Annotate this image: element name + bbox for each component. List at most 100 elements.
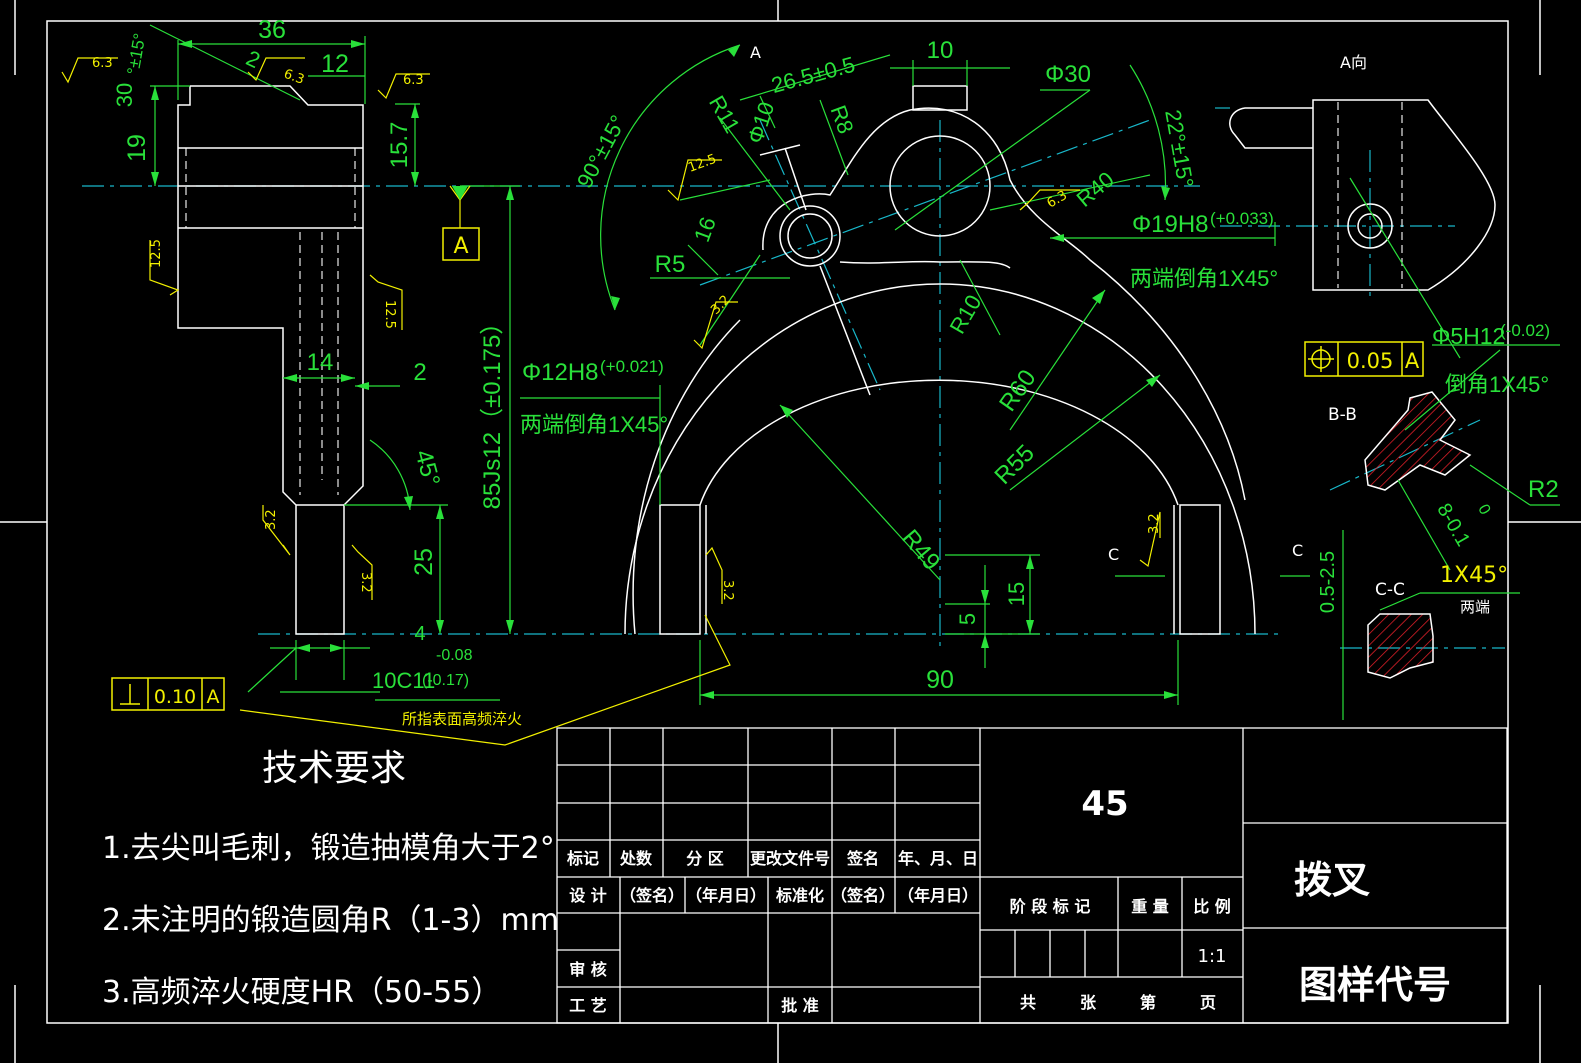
position-datum: A [1405, 349, 1420, 373]
dim-r60: R60 [994, 365, 1041, 417]
standardization-date: （年月日） [898, 886, 978, 905]
section-c-label-2: C [1292, 541, 1303, 560]
process-label: 工 艺 [569, 996, 607, 1015]
left-view-hidden [185, 148, 356, 495]
left-view-outline [177, 85, 364, 635]
review-label: 审 核 [569, 960, 607, 979]
dim-10-top: 10 [927, 37, 954, 64]
stage-mark-label: 阶 段 标 记 [1010, 897, 1091, 916]
hardening-note: 所指表面高频淬火 [402, 710, 522, 728]
note-both-ends: 两端 [1460, 598, 1490, 616]
dim-phi12h8-tol: (+0.021) [600, 357, 664, 376]
dim-angle-90: 90°±15° [572, 111, 631, 192]
section-bb [1364, 391, 1472, 491]
dim-r49: R49 [896, 525, 945, 576]
weight-label: 重 量 [1131, 897, 1169, 916]
position-value: 0.05 [1347, 349, 1394, 373]
dim-12: 12 [321, 50, 349, 78]
dim-10c11-tol-upper: -0.08 [436, 647, 473, 664]
dim-90: 90 [926, 666, 954, 694]
dim-5: 5 [955, 613, 980, 625]
header-change-doc: 更改文件号 [750, 849, 830, 868]
sheets-unit-label: 张 [1080, 993, 1097, 1012]
roughness-6-3-d: 6.3 [1045, 188, 1070, 211]
dim-8-tol: 0 [1474, 502, 1493, 518]
dim-angle-45: 45° [410, 447, 445, 489]
dim-phi30: Φ30 [1045, 61, 1091, 88]
note-chamfer-1: 两端倒角1X45° [1130, 266, 1278, 291]
dim-phi5h12: Φ5H12 [1432, 323, 1505, 349]
arrowheads [151, 40, 1178, 699]
dim-10c11: 10C11 [372, 668, 435, 693]
dim-25: 25 [410, 548, 438, 576]
sheet-number-label: 第 [1140, 993, 1156, 1012]
design-date: （年月日） [686, 886, 766, 905]
dim-16: 16 [689, 214, 721, 246]
datum-a: A [442, 186, 480, 261]
view-a-label: A向 [1340, 53, 1367, 72]
material-cell: 45 [1081, 784, 1128, 824]
dim-angle-15: °±15° [124, 32, 150, 77]
standardization-sign: （签名） [831, 886, 895, 905]
roughness-3-2-a: 3.2 [264, 509, 279, 530]
scale-label: 比 例 [1193, 897, 1231, 916]
dim-26-5: 26.5±0.5 [769, 52, 858, 98]
dim-19: 19 [123, 134, 151, 162]
dim-phi12h8: Φ12H8 [522, 359, 599, 386]
dim-8: 8-0.1 [1432, 500, 1474, 550]
dim-14: 14 [307, 349, 334, 376]
page-unit-label: 页 [1200, 993, 1216, 1012]
dim-15-7: 15.7 [386, 122, 413, 169]
roughness-3-2-e: 3.2 [1147, 513, 1162, 534]
dim-phi5h12-tol: (-0.02) [1500, 321, 1550, 340]
tech-req-item-3: 3.高频淬火硬度HR（50-55） [102, 975, 501, 1010]
dim-4: 4 [414, 623, 425, 645]
dim-0-5-2-5: 0.5-2.5 [1317, 551, 1339, 613]
dimension-lines [149, 24, 1560, 720]
dim-r2: R2 [1528, 476, 1559, 503]
dim-r55: R55 [990, 440, 1040, 490]
roughness-12-5-b: 12.5 [382, 300, 397, 329]
dim-phi10: Φ10 [742, 99, 779, 147]
drawing-number-cell: 图样代号 [1299, 963, 1451, 1007]
position-frame [1304, 341, 1424, 377]
design-label: 设 计 [569, 886, 607, 905]
datum-label: A [453, 234, 468, 259]
design-row: 设 计 （签名） （年月日） 标准化 （签名） （年月日） [569, 886, 978, 905]
sheets-total-label: 共 [1020, 993, 1036, 1012]
perpendicularity-datum: A [207, 686, 220, 708]
section-c-label-1: C [1108, 545, 1119, 564]
standardization-label: 标准化 [775, 886, 824, 905]
dim-r8: R8 [825, 102, 858, 137]
note-chamfer-4: 1X45° [1440, 563, 1508, 588]
title-block-grid [556, 727, 1508, 1024]
tech-req-item-1: 1.去尖叫毛刺，锻造抽模角大于2° [102, 831, 555, 866]
note-chamfer-2: 两端倒角1X45° [520, 412, 668, 437]
tech-req-title: 技术要求 [262, 748, 406, 789]
dim-15: 15 [1004, 582, 1029, 606]
roughness-3-2-d: 3.2 [720, 580, 735, 601]
roughness-3-2-b: 3.2 [358, 572, 373, 593]
section-cc [1367, 613, 1434, 679]
note-chamfer-3: 倒角1X45° [1445, 372, 1549, 397]
sheet-info-row: 共 张 第 页 [1020, 993, 1216, 1012]
view-a-outline [1229, 99, 1496, 291]
revision-header-row: 标记 处数 分 区 更改文件号 签名 年、月、日 [566, 849, 978, 868]
dim-phi19h8: Φ19H8 [1132, 211, 1209, 238]
section-a-arrow-label: A [750, 43, 761, 62]
part-name-cell: 拨叉 [1294, 858, 1370, 902]
section-bb-label: B-B [1328, 405, 1357, 425]
section-cc-label: C-C [1375, 580, 1405, 600]
roughness-symbols [61, 57, 1161, 746]
dim-r40: R40 [1072, 167, 1119, 212]
roughness-6-3-a: 6.3 [92, 56, 113, 71]
front-view-outline [624, 85, 1256, 635]
roughness-12-5-a: 12.5 [149, 239, 164, 268]
dim-36: 36 [258, 16, 286, 44]
header-count: 处数 [619, 849, 653, 868]
roughness-12-5-c: 12.5 [686, 152, 718, 176]
scale-value: 1:1 [1198, 946, 1227, 967]
dim-30: 30 [112, 83, 137, 107]
design-sign: （签名） [620, 886, 684, 905]
